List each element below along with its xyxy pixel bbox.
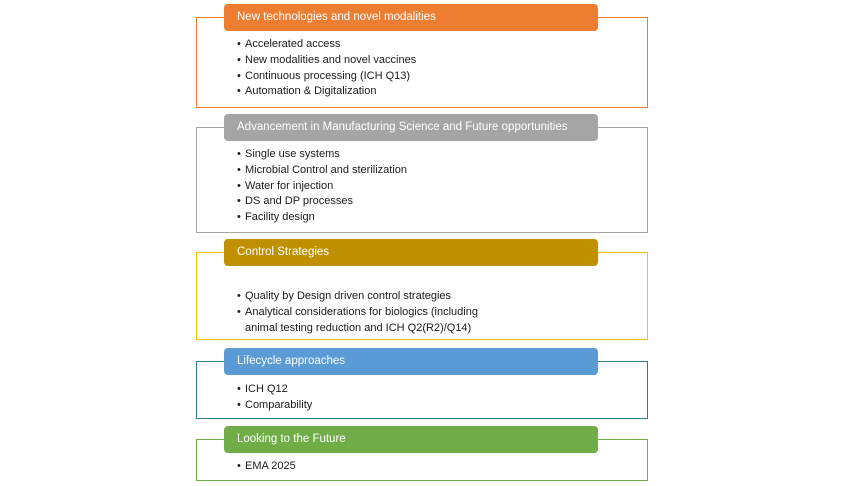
list-item: •Continuous processing (ICH Q13)	[237, 69, 411, 82]
section-header: Looking to the Future	[224, 426, 598, 453]
item-list: •Accelerated access •New modalities and …	[237, 37, 416, 100]
list-item: •Microbial Control and sterilization	[237, 163, 408, 176]
list-item: •New modalities and novel vaccines	[237, 53, 417, 66]
list-item: • ICH Q12	[237, 383, 288, 395]
item-list: •EMA 2025	[237, 459, 296, 475]
list-item: •DS and DP processes	[237, 195, 354, 208]
section-header: Lifecycle approaches	[224, 348, 598, 375]
list-item: • Water for injection	[237, 179, 334, 192]
section-header: Control Strategies	[224, 239, 598, 266]
item-list: •Quality by Design driven control strate…	[237, 289, 478, 336]
list-item-continuation: animal testing reduction and ICH Q2(R2)/…	[245, 321, 472, 334]
list-item: •Accelerated access	[237, 38, 341, 50]
section-box	[196, 17, 648, 108]
section-header: New technologies and novel modalities	[224, 4, 598, 31]
section-box	[196, 252, 648, 340]
list-item: •Single use systems	[237, 148, 340, 160]
section-header: Advancement in Manufacturing Science and…	[224, 114, 598, 141]
list-item: •EMA 2025	[237, 460, 296, 472]
list-item: •Analytical considerations for biologics…	[237, 305, 478, 318]
list-item: •Facility design	[237, 211, 315, 224]
list-item: •Quality by Design driven control strate…	[237, 290, 452, 302]
item-list: • ICH Q12 •Comparability	[237, 382, 312, 414]
list-item: •Automation & Digitalization	[237, 85, 377, 98]
item-list: •Single use systems •Microbial Control a…	[237, 147, 407, 226]
list-item: •Comparability	[237, 398, 313, 411]
